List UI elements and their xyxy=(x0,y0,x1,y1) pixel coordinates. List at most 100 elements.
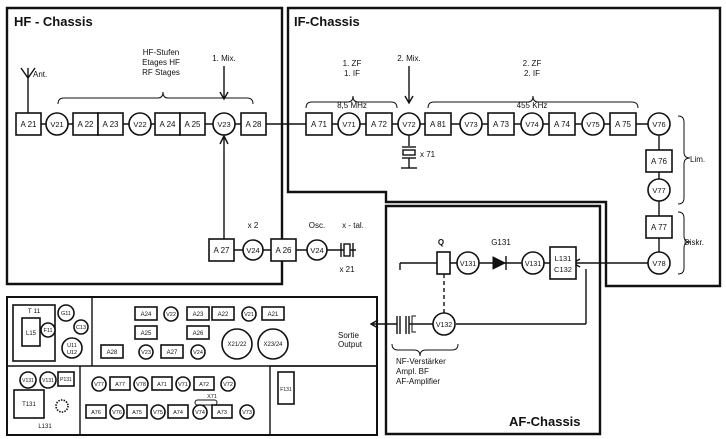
osc-label: Osc. xyxy=(309,221,325,230)
layout-v72-label: V72 xyxy=(223,382,233,388)
layout-a25 xyxy=(134,325,158,340)
layout-l131-label: L131 xyxy=(38,424,52,430)
crystal-x71-icon xyxy=(401,135,417,169)
layout-a21 xyxy=(261,306,285,321)
xtal-label: x - tal. xyxy=(342,221,364,230)
layout-a24 xyxy=(134,306,158,321)
af-chassis-outline xyxy=(384,204,602,436)
layout-a77-label: A77 xyxy=(115,382,125,388)
layout-a73-label: A73 xyxy=(217,410,227,416)
module-a28-label: A 28 xyxy=(245,120,262,129)
module-a73 xyxy=(487,112,515,136)
layout-p131 xyxy=(57,371,75,387)
layout-a74-label: A74 xyxy=(173,410,183,416)
module-a25-label: A 25 xyxy=(184,120,201,129)
layout-v131-a xyxy=(19,371,37,389)
tube-v22-label: V22 xyxy=(133,120,146,129)
osc-feed-line xyxy=(219,134,229,244)
layout-a26-label: A26 xyxy=(193,331,204,337)
layout-f11-label: F11 xyxy=(43,328,52,334)
layout-t131-label: T131 xyxy=(22,402,36,408)
output-label-fr: Sortie xyxy=(338,331,359,340)
hf-chassis-title: HF - Chassis xyxy=(14,14,93,29)
module-a28 xyxy=(240,112,267,136)
layout-v76-label: V76 xyxy=(112,410,122,416)
layout-v74-label: V74 xyxy=(195,410,205,416)
tube-v74 xyxy=(520,112,544,136)
module-c132-label: C132 xyxy=(554,265,572,274)
layout-g11 xyxy=(57,304,75,322)
layout-a25-label: A25 xyxy=(141,331,152,337)
x21-label: x 21 xyxy=(339,265,355,274)
antenna-icon xyxy=(20,67,36,113)
tube-v24-a xyxy=(242,239,264,261)
output-arrow xyxy=(369,319,397,329)
module-a77-label: A 77 xyxy=(651,223,668,232)
layout-v131-b xyxy=(39,371,57,389)
if-chassis-outline xyxy=(286,6,722,288)
layout-u11-label: U11 xyxy=(67,343,77,349)
layout-a76 xyxy=(85,404,107,419)
layout-t131 xyxy=(13,389,45,419)
layout-x23-24-label: X23/24 xyxy=(263,342,283,348)
freq1-label: 8,5 MHz xyxy=(337,101,367,110)
layout-v75-label: V75 xyxy=(153,410,163,416)
layout-c13-label: C13 xyxy=(76,325,86,331)
crystal-icon xyxy=(340,243,354,257)
zf2-label-en: 2. IF xyxy=(524,69,540,78)
tube-v75 xyxy=(581,112,605,136)
tube-v24-b xyxy=(306,239,328,261)
layout-x21-22 xyxy=(221,328,253,360)
layout-x23-24 xyxy=(257,328,289,360)
module-a73-label: A 73 xyxy=(493,120,510,129)
layout-a28-label: A28 xyxy=(107,350,118,356)
diskr-label: Diskr. xyxy=(684,238,704,247)
module-a23-label: A 23 xyxy=(102,120,119,129)
tube-v131-a xyxy=(456,251,480,275)
layout-x71-label: X71 xyxy=(207,394,217,400)
tube-v75-label: V75 xyxy=(586,120,599,129)
tube-v131-b-label: V131 xyxy=(525,261,541,268)
tube-v21-label: V21 xyxy=(50,120,63,129)
module-a25 xyxy=(179,112,206,136)
layout-a28 xyxy=(100,344,124,359)
tube-v24-b-label: V24 xyxy=(310,246,323,255)
layout-a74 xyxy=(167,404,189,419)
mix1-label: 1. Mix. xyxy=(212,54,236,63)
module-a21 xyxy=(15,112,42,136)
hf-stages-label-fr: Etages HF xyxy=(142,58,180,67)
layout-a21-label: A21 xyxy=(268,312,279,318)
output-transformer-icon xyxy=(396,315,433,334)
layout-l15-label: L15 xyxy=(26,331,37,337)
layout-a23-label: A23 xyxy=(193,312,204,318)
module-a27-label: A 27 xyxy=(213,246,230,255)
layout-c13 xyxy=(73,319,89,335)
tube-v22 xyxy=(128,112,152,136)
lim-label: Lim. xyxy=(690,155,705,164)
layout-a71 xyxy=(151,376,173,391)
layout-a76-label: A76 xyxy=(91,410,101,416)
module-a72-label: A 72 xyxy=(371,120,388,129)
layout-a71-label: A71 xyxy=(157,382,167,388)
layout-p131-label: P131 xyxy=(60,377,72,383)
layout-a72-label: A72 xyxy=(199,382,209,388)
module-a74 xyxy=(548,112,576,136)
tube-v131-b xyxy=(521,251,545,275)
diskr-brace xyxy=(677,211,691,275)
output-label-en: Output xyxy=(338,340,363,349)
module-a27 xyxy=(208,238,235,262)
module-a21-label: A 21 xyxy=(20,120,37,129)
af-amp-label-en: AF-Amplifier xyxy=(396,377,440,386)
layout-u12-label: U12 xyxy=(67,350,77,356)
layout-v73-label: V73 xyxy=(242,410,252,416)
module-a74-label: A 74 xyxy=(554,120,571,129)
layout-f131 xyxy=(277,371,295,405)
layout-a72 xyxy=(193,376,215,391)
zf1-label-en: 1. IF xyxy=(344,69,360,78)
tube-v77 xyxy=(647,178,671,202)
module-q-label: Q xyxy=(438,238,444,247)
if1-brace xyxy=(305,95,398,109)
diode-g131-icon xyxy=(492,256,507,270)
af-amp-label-fr: Ampl. BF xyxy=(396,367,429,376)
